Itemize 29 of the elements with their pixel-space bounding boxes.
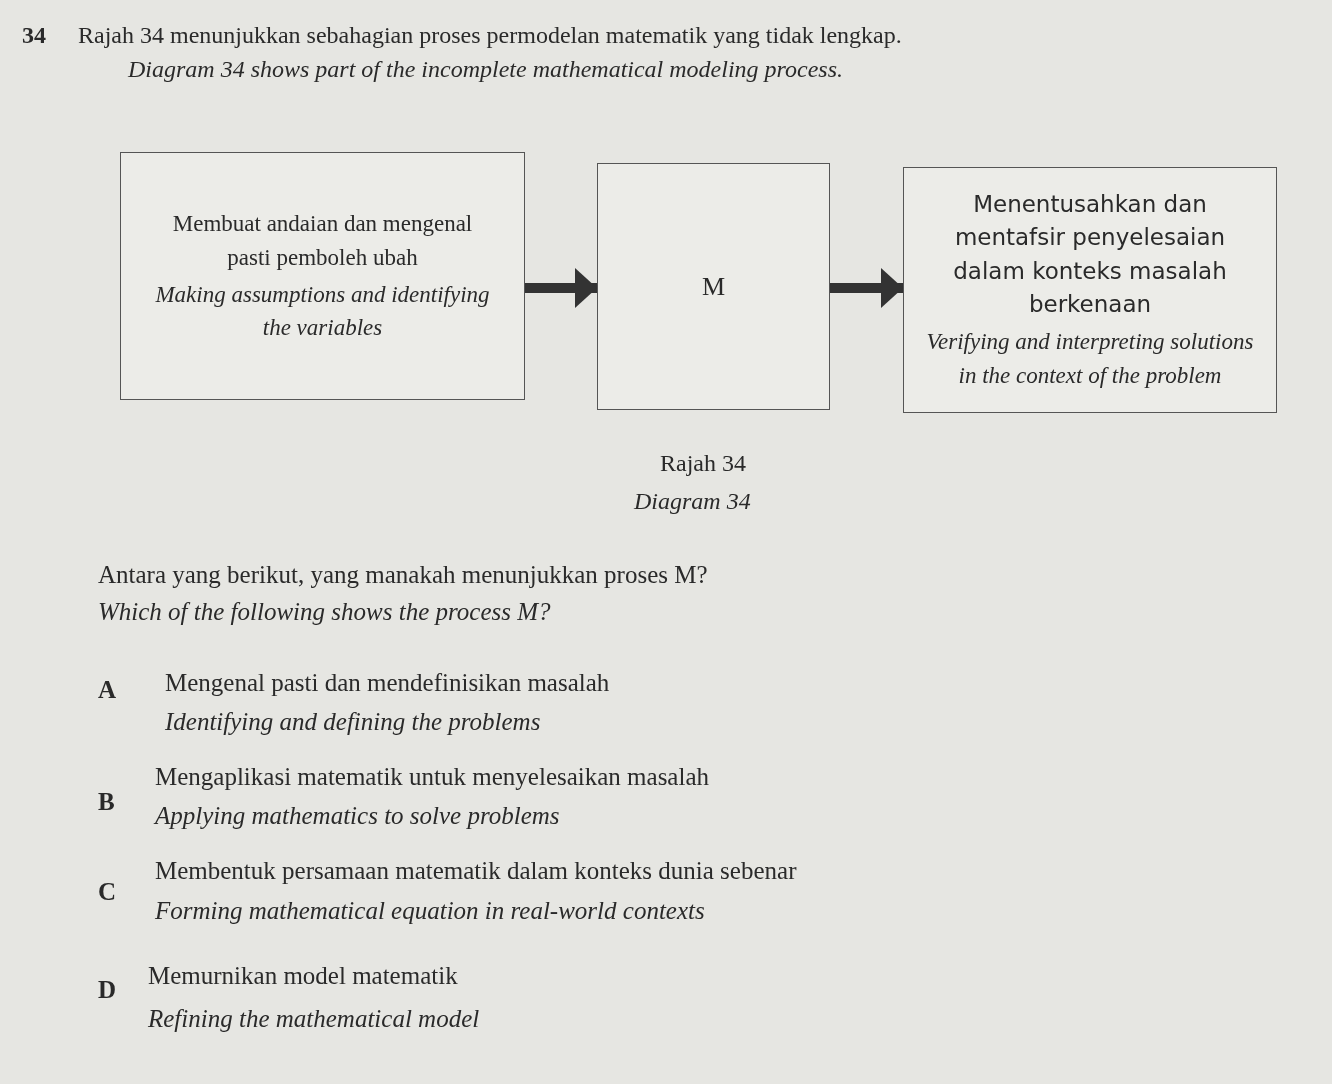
text-line: Mengaplikasi matematik untuk menyelesaikan masalah xyxy=(155,763,709,791)
text-line: Memurnikan model matematik xyxy=(148,962,458,990)
text-line: Diagram 34 shows part of the incomplete mathematical modeling process. xyxy=(128,56,844,83)
process-box xyxy=(903,167,1277,413)
option-letter: C xyxy=(98,878,117,906)
question-number: 34 xyxy=(22,22,46,49)
text-line: Applying mathematics to solve problems xyxy=(155,802,560,830)
text-line: Which of the following shows the process M? xyxy=(98,598,551,626)
text-line: Rajah 34 xyxy=(660,450,746,477)
option-letter: B xyxy=(98,788,115,816)
box-text: M xyxy=(701,270,726,303)
text-line: Forming mathematical equation in real-world contexts xyxy=(155,897,705,925)
option-letter: A xyxy=(98,676,117,704)
option-letter: D xyxy=(98,976,117,1004)
box-text: Membuat andaian dan mengenal pasti pemboleh ubah xyxy=(171,210,474,272)
text-line: Diagram 34 xyxy=(634,488,751,515)
process-box xyxy=(120,152,525,400)
text-line: Mengenal pasti dan mendefinisikan masalah xyxy=(165,669,610,697)
text-line: Refining the mathematical model xyxy=(148,1005,480,1033)
text-line: Antara yang berikut, yang manakah menunjukkan proses M? xyxy=(98,561,708,589)
text-line: Identifying and defining the problems xyxy=(165,708,541,736)
process-box xyxy=(597,163,830,410)
text-line: Rajah 34 menunjukkan sebahagian proses permodelan matematik yang tidak lengkap. xyxy=(78,22,902,49)
text-line: Membentuk persamaan matematik dalam konteks dunia sebenar xyxy=(155,857,797,885)
block-arrow xyxy=(830,268,903,308)
box-text: Making assumptions and identifying the variables xyxy=(155,281,490,343)
box-text: Verifying and interpreting solutions in the context of the problem xyxy=(925,328,1255,390)
box-text: Menentusahkan dan mentafsir penyelesaian dalam konteks masalah berkenaan xyxy=(952,189,1228,319)
block-arrow xyxy=(525,268,597,308)
